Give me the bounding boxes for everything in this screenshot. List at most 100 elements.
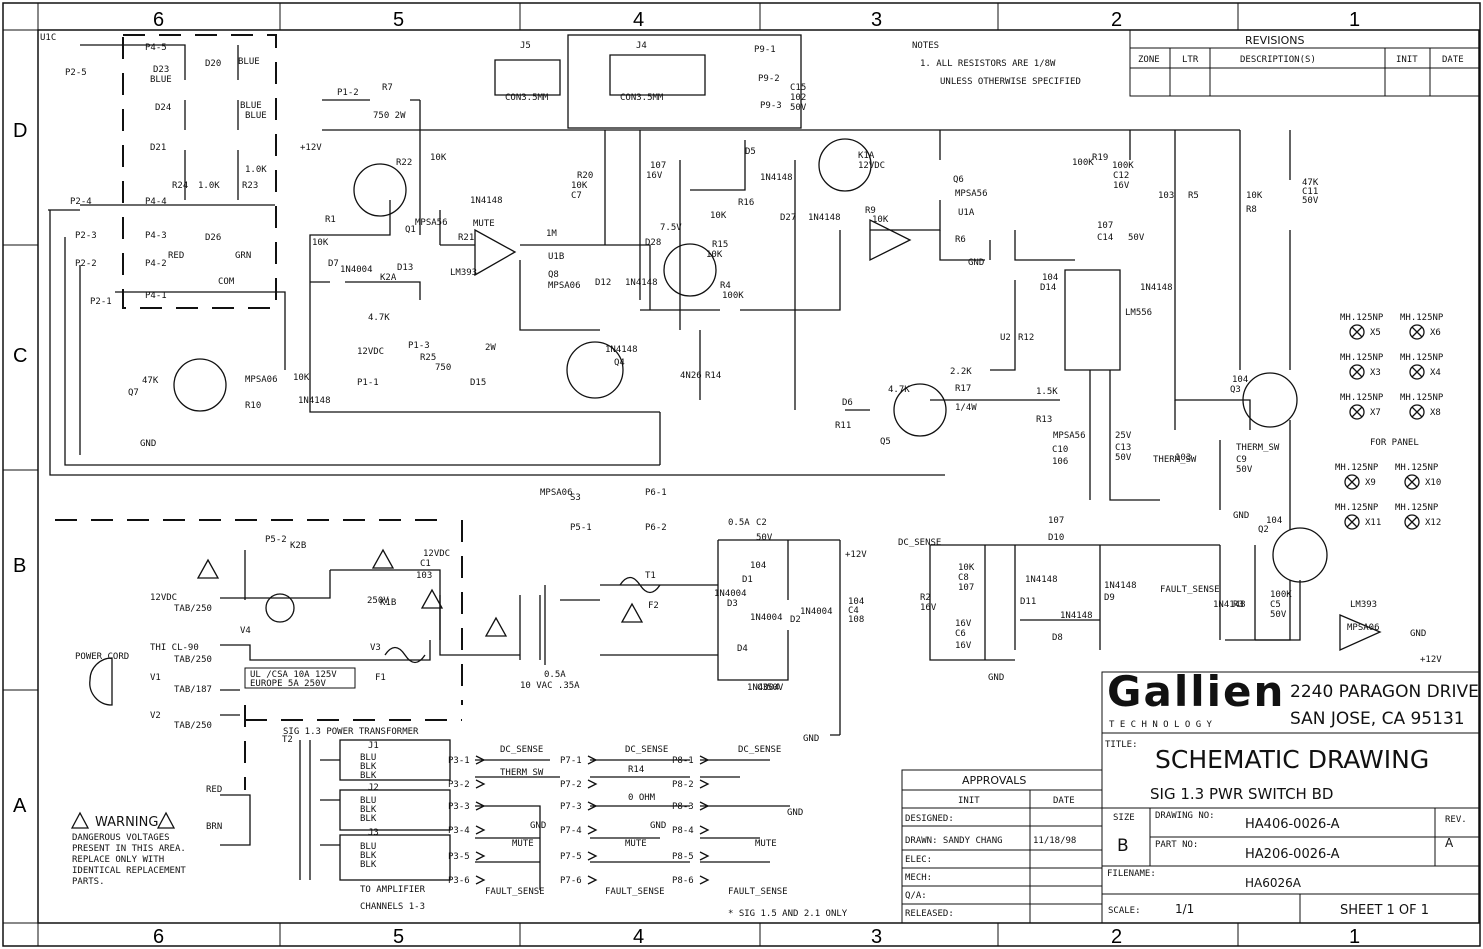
component-label: R14 [705,371,721,381]
component-label: 10K [958,563,975,573]
component-label: 47K [142,376,159,386]
mh-part: MH.125NP [1400,393,1444,403]
component-label: 1/4W [955,403,977,413]
component-label: 4.7K [368,313,390,323]
component-label: 50V [1270,610,1287,620]
warning-title: WARNING [95,815,158,830]
component-label: 107 [1048,516,1064,526]
component-label: D10 [1048,533,1064,543]
q1-symbol [353,163,407,217]
mh-ref: X8 [1430,408,1441,418]
connector-pin: P3-4 [448,826,470,836]
connector-pin: P3-1 [448,756,470,766]
connector-pin: P8-1 [672,756,694,766]
component-label: K2A [380,273,397,283]
approvals-title: APPROVALS [962,774,1026,787]
connector-pin: P8-3 [672,802,694,812]
component-label: 10K [312,238,329,248]
component-label: 1N4148 [625,278,658,288]
component-label: V1 [150,673,161,683]
warning-line1: DANGEROUS VOLTAGES [72,833,170,843]
component-label: MPSA56 [415,218,448,228]
component-label: 12VDC [357,347,384,357]
company-logo: Gallien [1107,667,1285,716]
zone-col-bottom-2: 4 [633,926,644,948]
fuse-f1-symbol [384,646,426,664]
component-label: P9-1 [754,45,776,55]
t2-j2-w1: BLU [360,796,376,806]
approvals-qa: Q/A: [905,891,927,901]
component-label: 2W [485,343,496,353]
rev-col-init: INIT [1396,55,1418,65]
component-label: D28 [645,238,661,248]
component-label: 100K [1270,590,1292,600]
mh-ref: X12 [1425,518,1441,528]
zone-col-bottom-0: 6 [153,926,164,948]
power-plug-symbol [89,657,113,706]
component-label: 50V [767,683,784,693]
mounting-hole: MH.125NP X8 [1400,393,1444,420]
title-block: Gallien T E C H N O L O G Y 2240 PARAGON… [1101,667,1480,924]
component-label: 12VDC [858,161,885,171]
component-label: 10K [872,215,889,225]
component-label: C11 [1302,187,1318,197]
component-label: 1N4148 [1060,611,1093,621]
t2-lead-brn: BRN [206,822,222,832]
component-label: D4 [737,644,748,654]
component-label: BLUE [150,75,172,85]
label-12v-top: +12V [300,143,322,153]
connector-pin: P3-6 [448,876,470,886]
connector-pin: P3-5 [448,852,470,862]
label-dc-sense: DC_SENSE [898,538,941,548]
component-label: 50V [1236,465,1253,475]
component-label: 104 [1042,273,1058,283]
mh-part: MH.125NP [1395,463,1439,473]
q7-symbol [173,358,227,412]
drawing-no: HA406-0026-A [1245,817,1340,832]
revisions-title: REVISIONS [1245,34,1304,47]
t2-j2-w2: BLK [360,805,377,815]
approvals-col-init: INIT [958,796,980,806]
footnote: * SIG 1.5 AND 2.1 ONLY [728,909,848,919]
t2-j3-w2: BLK [360,851,377,861]
component-label: 10K [571,181,588,191]
zone-col-top-3: 3 [871,9,882,31]
component-label: V2 [150,711,161,721]
mh-part: MH.125NP [1335,503,1379,513]
component-label: 10K [706,250,723,260]
component-label: P6-1 [645,488,667,498]
component-label: R11 [835,421,851,431]
p7-fault-sense: FAULT_SENSE [605,887,665,897]
component-label: V3 [370,643,381,653]
component-label: 104 [1266,516,1282,526]
component-label: C12 [1113,171,1129,181]
component-label: 7.5V [660,223,682,233]
component-label: 103 [1158,191,1174,201]
t2-footer1: TO AMPLIFIER [360,885,426,895]
t2-title: SIG 1.3 POWER TRANSFORMER [283,727,419,737]
component-label: D12 [595,278,611,288]
component-label: 12VDC [423,549,450,559]
approvals-mech: MECH: [905,873,932,883]
component-label: D5 [745,147,756,157]
transistor-symbols [89,138,1382,706]
component-label: R21 [458,233,474,243]
t2-j1-w1: BLU [360,753,376,763]
component-label: D3 [727,599,738,609]
label-12v-u1c: +12V [1420,655,1442,665]
component-label: 107 [650,161,666,171]
component-label: BLUE [238,57,260,67]
component-label: TAB/250 [174,604,212,614]
component-label: MPSA06 [1347,623,1380,633]
mh-part: MH.125NP [1335,463,1379,473]
component-label: 106 [1052,457,1068,467]
revisions-table: REVISIONS ZONE LTR DESCRIPTION(S) INIT D… [1129,29,1480,97]
component-label: D6 [842,398,853,408]
component-label: C15 [790,83,806,93]
component-label: 1N4004 [747,683,780,693]
component-label: S3 [570,493,581,503]
mh-part: MH.125NP [1340,353,1384,363]
component-label: 16V [920,603,937,613]
